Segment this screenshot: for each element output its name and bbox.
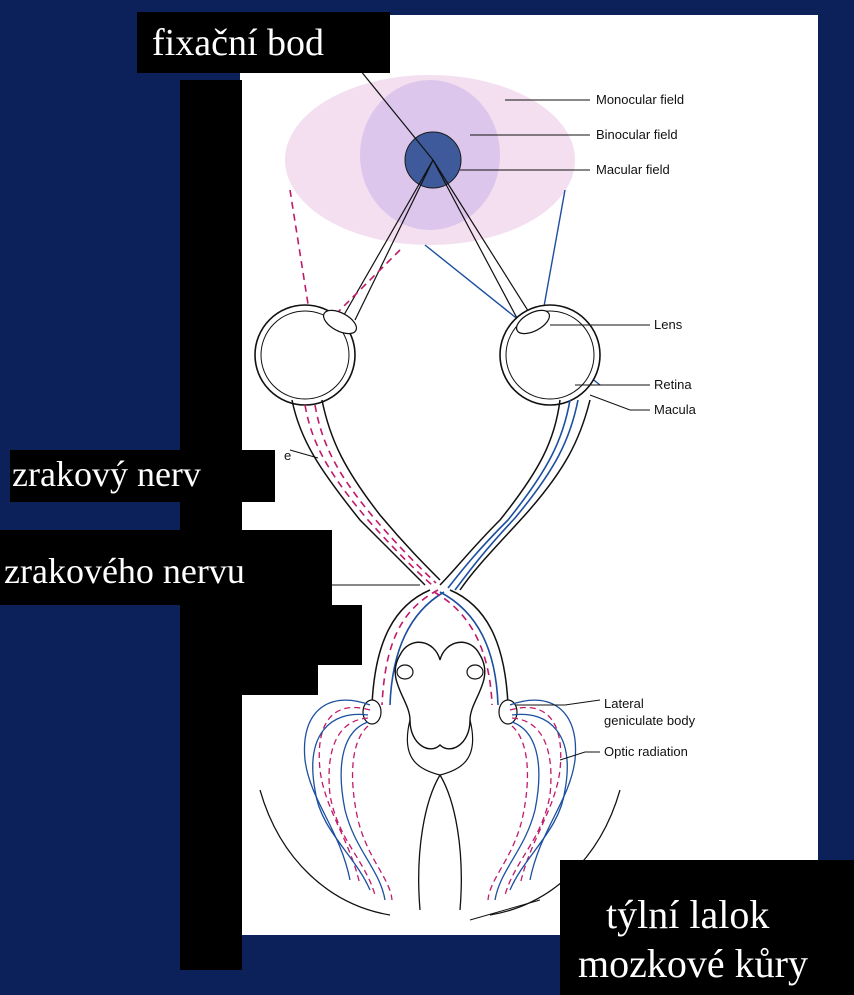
macular-field-label: Macular field: [596, 162, 670, 177]
lgb-label-line2: geniculate body: [604, 713, 696, 728]
binocular-field-label: Binocular field: [596, 127, 678, 142]
fixation-point-label: fixační bod: [152, 24, 324, 62]
occipital-label-line1: týlní lalok: [606, 895, 769, 935]
optic-radiation-label: Optic radiation: [604, 744, 688, 759]
right-eye: [500, 305, 600, 405]
lgb-label-line1: Lateral: [604, 696, 644, 711]
macula-label: Macula: [654, 402, 697, 417]
cut-off-label: e: [284, 448, 291, 463]
mask-chiasm-extra: [240, 605, 362, 665]
occipital-label-line2: mozkové kůry: [578, 944, 808, 984]
mask-column: [180, 80, 242, 970]
monocular-field-label: Monocular field: [596, 92, 684, 107]
mask-tract-extra: [240, 665, 318, 695]
lens-label: Lens: [654, 317, 683, 332]
optic-nerve-label: zrakový nerv: [12, 456, 201, 492]
retina-label: Retina: [654, 377, 692, 392]
chiasm-label: zrakového nervu: [4, 553, 245, 589]
